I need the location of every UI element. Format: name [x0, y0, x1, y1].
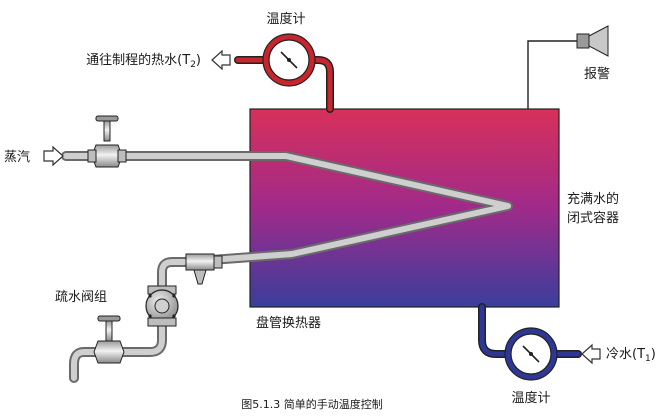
steam-arrow-icon — [43, 145, 64, 167]
label-outlet-post: ) — [196, 53, 201, 68]
trap-valve-icon — [93, 315, 125, 364]
label-tank-line2: 闭式容器 — [567, 210, 619, 226]
alarm-line — [527, 40, 578, 109]
alarm-horn-icon — [576, 25, 609, 57]
steam-pipe — [61, 151, 513, 267]
label-thermometer-bottom: 温度计 — [511, 390, 550, 406]
label-alarm: 报警 — [584, 66, 610, 82]
hot-outlet-pipe — [234, 56, 334, 113]
cold-arrow-icon — [581, 343, 601, 365]
label-thermometer-top: 温度计 — [266, 11, 305, 27]
steam-trap-icon — [145, 285, 179, 327]
thermometer-bottom — [504, 327, 558, 381]
steam-valve-icon — [87, 115, 127, 168]
label-outlet-hot-water: 通往制程的热水(T2) — [86, 52, 201, 70]
label-cold-water: 冷水(T1) — [606, 347, 656, 364]
figure-caption: 图5.1.3 简单的手动温度控制 — [241, 397, 383, 411]
thermometer-top — [262, 33, 316, 87]
label-coil-exchanger: 盘管换热器 — [256, 315, 321, 331]
label-trap-assembly: 疏水阀组 — [55, 290, 107, 305]
label-cold-pre: 冷水(T — [606, 347, 645, 362]
trap-piping — [69, 257, 189, 383]
label-steam: 蒸汽 — [4, 150, 30, 165]
label-cold-sub: 1 — [645, 354, 651, 364]
strainer-icon — [185, 253, 223, 285]
label-outlet-pre: 通往制程的热水(T — [86, 52, 190, 68]
closed-tank — [249, 108, 560, 308]
label-tank-line1: 充满水的 — [567, 191, 619, 207]
outlet-arrow-icon — [211, 49, 231, 71]
label-cold-post: ) — [651, 347, 656, 362]
label-outlet-sub: 2 — [190, 60, 196, 70]
cold-inlet-pipe — [478, 303, 582, 358]
